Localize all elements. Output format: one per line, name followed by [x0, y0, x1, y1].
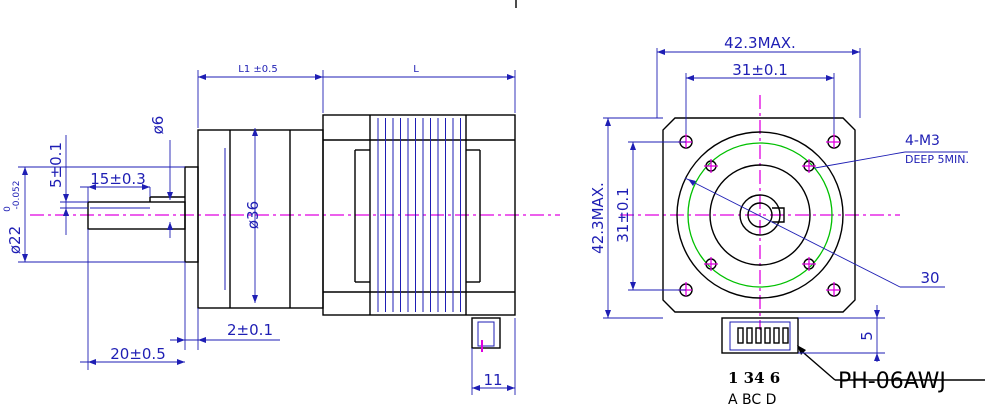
connector-pin — [782, 327, 789, 344]
shaft-circle — [739, 194, 781, 236]
dim-pitch-v: 31±0.1 — [614, 141, 686, 291]
dim-pitch-h: 31±0.1 — [685, 61, 835, 134]
dim-pitch-h-label: 31±0.1 — [732, 61, 788, 79]
connector-pin — [737, 327, 744, 344]
dim-20: 20±0.5 — [80, 229, 185, 370]
motor-face — [662, 117, 856, 313]
dim-5: 5±0.1 — [47, 135, 88, 235]
front-view: 30 4-M3 DEEP 5MIN. 42.3MAX. 31±0.1 — [589, 34, 985, 408]
callout-m3: 4-M3 — [905, 133, 940, 149]
dim-L1: L1 ±0.5 — [197, 64, 324, 128]
side-view: L1 ±0.5 L ø6 5±0.1 — [3, 64, 560, 395]
gearbox-outline — [676, 131, 844, 299]
dim-width-max-label: 42.3MAX. — [724, 34, 796, 52]
dim-phi22-label: ø22 — [6, 226, 24, 254]
connector-part-number: PH-06AWJ — [838, 369, 946, 394]
side-connector — [471, 317, 501, 352]
connector-pin — [773, 327, 780, 344]
dim-11: 11 — [471, 318, 516, 395]
gearbox — [197, 128, 324, 309]
m3-leader — [814, 151, 906, 169]
cooling-fins — [377, 118, 461, 312]
dim-phi6-label: ø6 — [149, 116, 167, 135]
dim-2: 2±0.1 — [170, 262, 280, 350]
dim-L-label: L — [413, 64, 419, 75]
dim-30-label: 30 — [920, 269, 939, 287]
dim-11-label: 11 — [483, 371, 502, 389]
dim-15-label: 15±0.3 — [90, 170, 146, 188]
front-connector: PH-06AWJ — [721, 317, 985, 394]
connector-pin — [746, 327, 753, 344]
connector-pin — [764, 327, 771, 344]
dim-phi36-label: ø36 — [244, 201, 262, 229]
dim-5-front-label: 5 — [858, 331, 876, 341]
dim-15: 15±0.3 — [80, 170, 151, 202]
dim-phi6: ø6 — [149, 116, 173, 238]
dim-5-label: 5±0.1 — [47, 142, 65, 188]
dim-width-max: 42.3MAX. — [656, 34, 861, 118]
dim-height-max-label: 42.3MAX. — [589, 182, 607, 254]
dim-phi22: ø22 0 -0.052 — [3, 166, 185, 263]
dim-phi22-tol-upper: 0 — [3, 206, 13, 212]
shaft-flat — [772, 207, 785, 223]
dim-5-front: 5 — [798, 305, 885, 362]
dim-30-leader — [684, 177, 901, 288]
dim-L: L — [323, 64, 516, 113]
dim-2-label: 2±0.1 — [227, 321, 273, 339]
boss-circle — [709, 164, 811, 266]
pitch-circle — [687, 142, 833, 288]
dim-pitch-v-label: 31±0.1 — [614, 187, 632, 243]
dim-20-label: 20±0.5 — [110, 345, 166, 363]
dim-height-max: 42.3MAX. — [589, 117, 663, 319]
dim-phi22-tol-lower: -0.052 — [12, 180, 22, 209]
dim-L1-label: L1 ±0.5 — [238, 64, 277, 75]
pin-numbers: 1 34 6 — [728, 369, 780, 387]
callout-deep: DEEP 5MIN. — [905, 153, 969, 166]
m3-holes — [704, 159, 816, 271]
shaft-inner-circle — [747, 202, 773, 228]
motor-body — [322, 114, 516, 316]
connector-pin — [755, 327, 762, 344]
pin-letters: A BC D — [728, 392, 776, 408]
